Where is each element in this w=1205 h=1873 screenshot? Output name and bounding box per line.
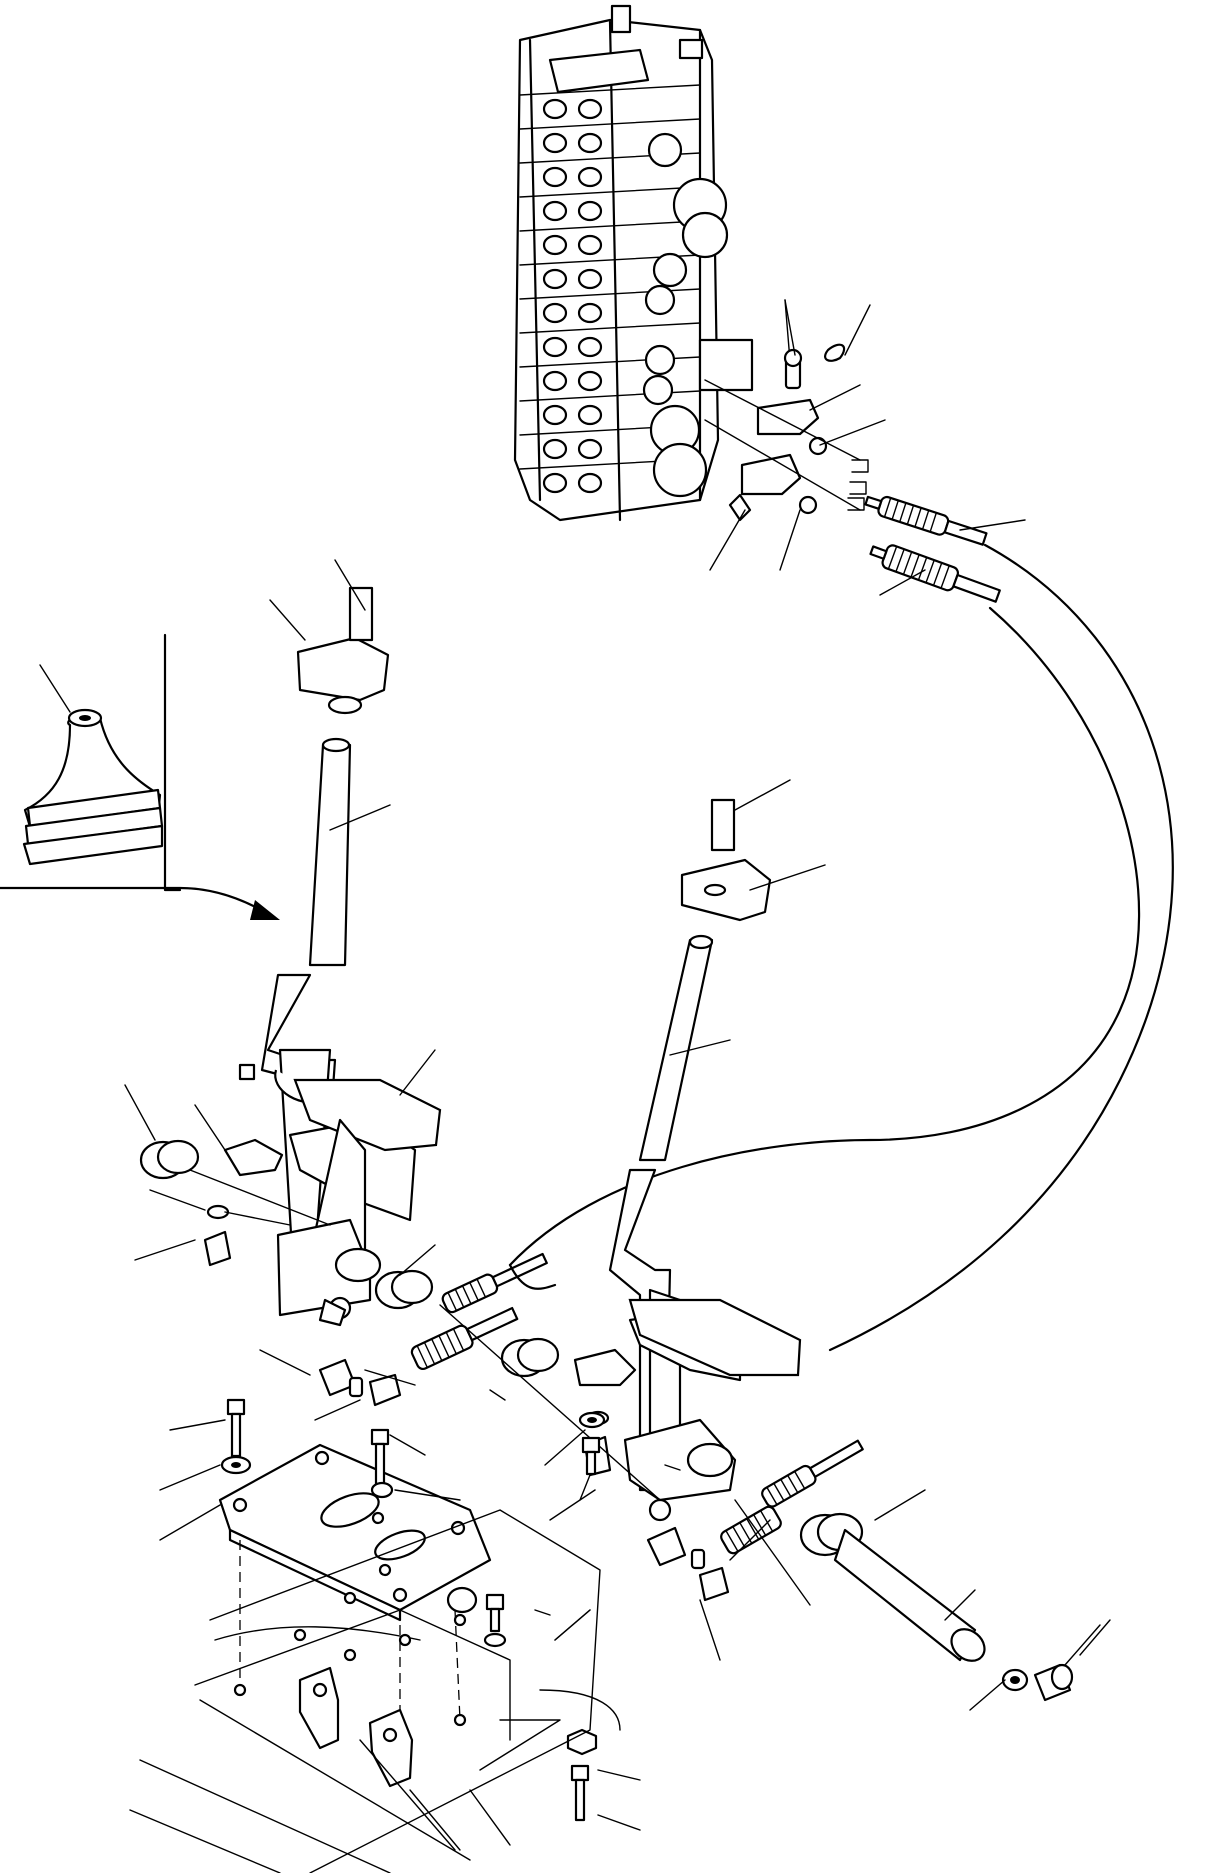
left-clevis-cable [318, 1252, 557, 1407]
valve-port-hole [577, 268, 603, 290]
control-valve-icon [513, 4, 754, 522]
valve-port-hole [542, 98, 568, 120]
valve-port-hole [542, 132, 568, 154]
leader-line [729, 1519, 771, 1561]
leader-line [1079, 1619, 1111, 1656]
valve-port-hole [577, 404, 603, 426]
leader-line [699, 1599, 721, 1661]
leader-line [959, 519, 1026, 531]
valve-section-line [519, 220, 701, 232]
leader-line [969, 1679, 1006, 1711]
leader-line [944, 1589, 976, 1621]
leader-line [549, 1489, 596, 1521]
leader-line [734, 1499, 811, 1606]
valve-port-hole [542, 438, 568, 460]
right-pedal-lever-icon [608, 798, 802, 1522]
floor-brackets-icon [298, 1666, 414, 1788]
valve-linkage-parts [704, 299, 869, 522]
leader-line [364, 1369, 416, 1386]
leader-line [259, 1349, 311, 1376]
valve-port-hole [542, 370, 568, 392]
leader-line [194, 1104, 226, 1151]
valve-port-hole [542, 234, 568, 256]
valve-port-hole [577, 98, 603, 120]
leader-line [749, 864, 826, 891]
valve-port-hole [542, 200, 568, 222]
cable-end-upper [864, 495, 988, 546]
leader-line [874, 1489, 926, 1521]
right-bushings [439, 1304, 661, 1501]
leader-line [389, 1434, 426, 1456]
leader-line [159, 1504, 221, 1541]
leader-line [1064, 1624, 1101, 1666]
valve-port-hole [542, 166, 568, 188]
leader-line [169, 1419, 226, 1431]
leader-line [39, 664, 71, 713]
leader-line [394, 1489, 461, 1501]
leader-line [544, 1429, 586, 1466]
valve-port-hole [577, 438, 603, 460]
leader-line [409, 1789, 461, 1851]
leader-line [819, 419, 886, 446]
plate-fasteners [220, 1398, 606, 1822]
right-clevis-cable [646, 1439, 864, 1602]
callout-leaders [39, 299, 1111, 1851]
leader-line [579, 1474, 591, 1501]
valve-port-hole [577, 132, 603, 154]
leader-line [879, 569, 926, 596]
callout-arrow-icon [0, 633, 280, 920]
leader-line [469, 1789, 511, 1846]
mounting-plate-icon [218, 1443, 492, 1622]
shaft-icon [799, 1512, 1074, 1702]
valve-port-hole [577, 336, 603, 358]
valve-section-line [519, 322, 701, 334]
leader-line [489, 1389, 506, 1401]
leader-line [779, 509, 801, 571]
valve-port-hole [577, 302, 603, 324]
leader-line [329, 804, 391, 831]
leader-line [159, 1464, 221, 1491]
leader-line [669, 1039, 731, 1056]
left-pedal-lever-icon [238, 586, 442, 1327]
leader-line [809, 384, 861, 411]
leader-line [124, 1084, 156, 1141]
cable-end-lower [869, 544, 1001, 603]
floor-frame-icon [129, 1509, 621, 1873]
valve-section-line [519, 84, 701, 96]
left-bushings [139, 1138, 434, 1310]
leader-line [554, 1609, 591, 1641]
valve-port-hole [542, 404, 568, 426]
valve-port-hole [577, 472, 603, 494]
leader-line [314, 1399, 361, 1421]
leader-line [149, 1189, 206, 1211]
leader-line [664, 1464, 681, 1471]
leader-line [534, 1609, 551, 1616]
valve-port-hole [542, 268, 568, 290]
valve-port-hole [577, 234, 603, 256]
leader-line [597, 1769, 641, 1781]
valve-section-line [519, 186, 701, 198]
leader-line [399, 1049, 436, 1096]
valve-port-hole [542, 472, 568, 494]
leader-line [709, 509, 746, 571]
valve-ports [642, 132, 729, 498]
valve-port-hole [542, 302, 568, 324]
control-cables-icon [508, 543, 1174, 1352]
valve-port-hole [577, 370, 603, 392]
leader-line [784, 299, 796, 356]
valve-port-hole [577, 166, 603, 188]
valve-section-line [519, 118, 701, 130]
leader-line [359, 1739, 456, 1851]
leader-line [734, 779, 791, 811]
leader-line [134, 1239, 196, 1261]
leader-line [269, 599, 306, 641]
leader-line [844, 304, 871, 356]
leader-line [334, 559, 366, 611]
leader-line [399, 1244, 436, 1276]
valve-port-hole [542, 336, 568, 358]
leader-line [597, 1814, 641, 1831]
rubber-boot-icon [22, 708, 164, 866]
valve-port-hole [577, 200, 603, 222]
